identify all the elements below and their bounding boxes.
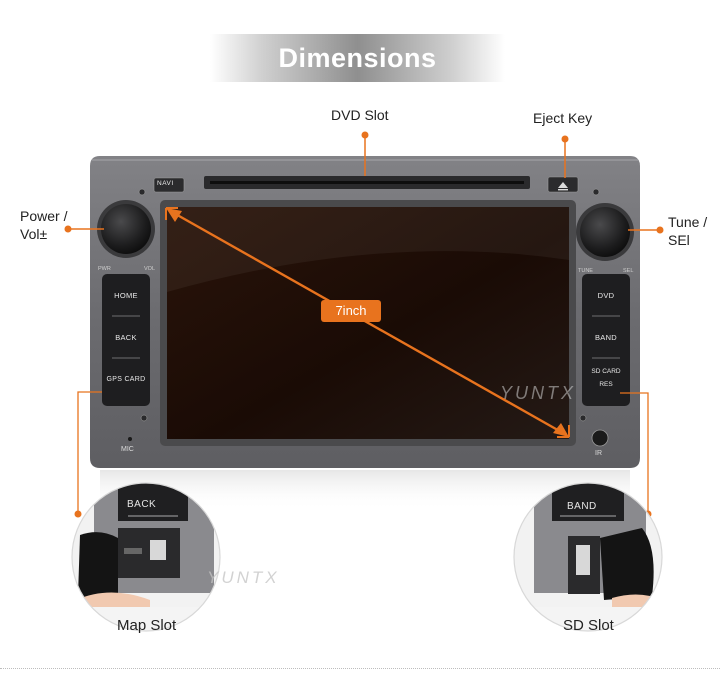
dimensions-banner: Dimensions — [210, 34, 505, 82]
gps-card-button[interactable]: GPS CARD — [106, 375, 146, 383]
res-button[interactable]: RES — [599, 381, 613, 388]
ir-label: IR — [595, 450, 602, 457]
navi-button[interactable]: NAVI — [157, 180, 174, 187]
screen-size-label: 7inch — [335, 303, 367, 318]
eject-icon — [558, 182, 568, 188]
mic-hole — [128, 437, 132, 441]
power-vol-label-line2: Vol± — [20, 226, 48, 242]
bottom-divider — [0, 668, 720, 669]
banner-title: Dimensions — [278, 42, 437, 73]
home-button[interactable]: HOME — [114, 290, 138, 300]
screen-size-badge — [321, 300, 381, 322]
sel-small-label: SEL — [623, 268, 634, 274]
diagonal-arrow — [171, 210, 564, 435]
brand-watermark-closeup: YUNTX — [207, 568, 280, 587]
sd-slot-pointer — [620, 392, 649, 514]
band-button[interactable]: BAND — [594, 332, 618, 342]
back-button[interactable]: BACK — [115, 332, 137, 342]
map-slot-closeup — [72, 483, 220, 631]
map-slot-pointer — [77, 391, 102, 514]
tune-small-label: TUNE — [578, 268, 593, 274]
closeup-back-label: BACK — [127, 499, 157, 510]
vol-label: VOL — [144, 266, 156, 272]
tune-sel-knob — [580, 207, 630, 257]
power-vol-label-line1: Power / — [20, 208, 68, 224]
closeup-band-label: BAND — [567, 501, 597, 512]
brand-watermark: YUNTX — [500, 383, 577, 403]
sd-slot-caption: SD Slot — [563, 617, 614, 634]
mic-label: MIC — [121, 446, 134, 453]
ir-sensor — [591, 429, 609, 447]
tune-sel-label-line1: Tune / — [668, 214, 708, 230]
sd-card-button[interactable]: SD CARD — [591, 368, 621, 375]
tune-sel-label-line2: SEl — [668, 232, 690, 248]
pwr-label: PWR — [98, 266, 111, 272]
map-slot-caption: Map Slot — [117, 617, 177, 634]
eject-key-label: Eject Key — [533, 110, 593, 126]
navi-button-shape — [153, 177, 185, 193]
power-vol-knob — [101, 204, 151, 254]
dvd-slot-label: DVD Slot — [331, 107, 389, 123]
dvd-button[interactable]: DVD — [597, 290, 615, 300]
left-button-column — [102, 274, 150, 406]
right-button-column — [582, 274, 630, 406]
